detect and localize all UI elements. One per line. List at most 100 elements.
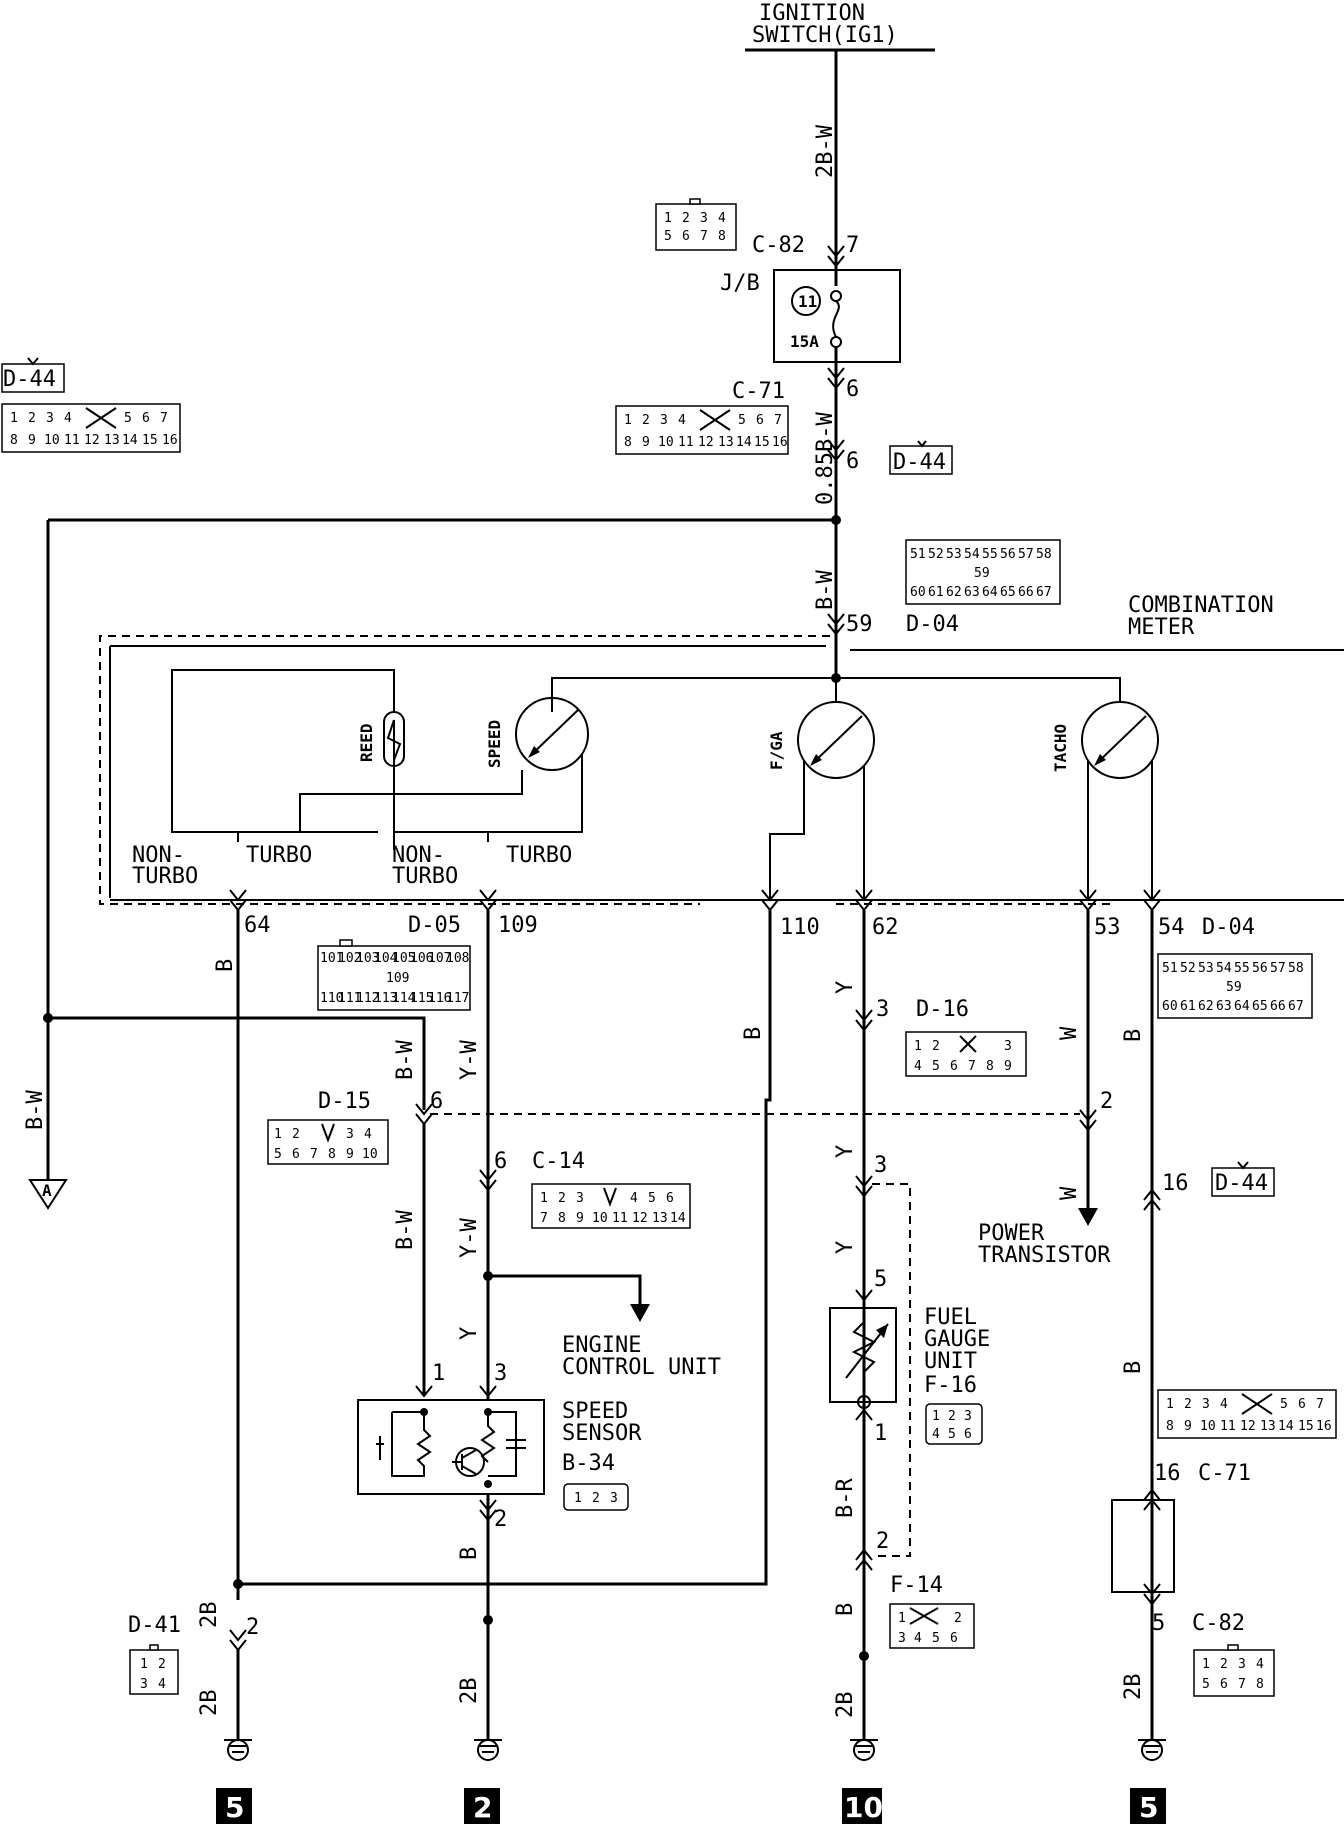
reed-contact bbox=[386, 719, 402, 761]
svg-text:9: 9 bbox=[28, 433, 36, 448]
svg-text:5: 5 bbox=[274, 1147, 282, 1162]
meter-title-1: COMBINATION bbox=[1128, 593, 1274, 618]
speed-sensor-label-1: SPEED bbox=[562, 1399, 628, 1424]
svg-text:7: 7 bbox=[1316, 1397, 1324, 1412]
ground-badge-2 bbox=[464, 1788, 500, 1824]
svg-text:55: 55 bbox=[982, 547, 998, 562]
svg-text:2: 2 bbox=[1184, 1397, 1192, 1412]
d15-cells: 1 2 3 4 5 6 7 8 9 10 bbox=[274, 1127, 378, 1162]
power-transistor-label-2: TRANSISTOR bbox=[978, 1243, 1111, 1268]
tacho-gauge-needle bbox=[1095, 715, 1147, 765]
svg-text:63: 63 bbox=[1216, 999, 1232, 1014]
connector-arrow bbox=[1079, 1109, 1097, 1132]
ground-badge-4 bbox=[1130, 1788, 1166, 1824]
svg-text:59: 59 bbox=[974, 566, 990, 581]
svg-text:3: 3 bbox=[346, 1127, 354, 1142]
svg-text:3: 3 bbox=[1202, 1397, 1210, 1412]
c71-top-pin: 6 bbox=[846, 377, 859, 402]
svg-text:12: 12 bbox=[1240, 1419, 1256, 1434]
ground-number-1: 5 bbox=[225, 1791, 244, 1824]
b34-pin-1: 1 bbox=[432, 1361, 445, 1386]
svg-text:109: 109 bbox=[386, 971, 409, 986]
d16-connector-icon bbox=[905, 1031, 1027, 1077]
svg-text:115: 115 bbox=[410, 991, 433, 1006]
d16-pin: 3 bbox=[876, 997, 889, 1022]
svg-text:12: 12 bbox=[632, 1211, 648, 1226]
svg-text:3: 3 bbox=[576, 1191, 584, 1206]
svg-text:8: 8 bbox=[328, 1147, 336, 1162]
svg-text:1: 1 bbox=[624, 413, 632, 428]
svg-text:1: 1 bbox=[140, 1657, 148, 1672]
connector-arrow bbox=[827, 613, 845, 636]
c71-top-cells: 1 2 3 4 5 6 7 8 9 10 11 12 13 14 15 16 bbox=[624, 413, 788, 450]
svg-text:51: 51 bbox=[910, 547, 926, 562]
d05-pin-109: 109 bbox=[498, 913, 538, 938]
fuel-needle-tip bbox=[810, 754, 822, 766]
d05-connector-icon bbox=[317, 939, 471, 1011]
c71-lower-pin: 16 bbox=[1154, 1461, 1181, 1486]
svg-text:62: 62 bbox=[946, 585, 962, 600]
d04-pin-53: 53 bbox=[1094, 915, 1121, 940]
svg-text:105: 105 bbox=[392, 951, 415, 966]
ss-resistor-left bbox=[391, 1411, 432, 1477]
svg-text:61: 61 bbox=[928, 585, 944, 600]
svg-text:1: 1 bbox=[274, 1127, 282, 1142]
svg-text:4: 4 bbox=[64, 411, 72, 426]
d04-pin-59: 59 bbox=[846, 612, 873, 637]
b34-cells: 1 2 3 bbox=[574, 1491, 618, 1506]
svg-text:56: 56 bbox=[1252, 961, 1268, 976]
fuel-gauge-dashed-box bbox=[872, 1183, 911, 1557]
ss-capacitor-right bbox=[506, 1439, 526, 1449]
svg-text:6: 6 bbox=[1220, 1677, 1228, 1692]
ch3-b-label: B bbox=[457, 1547, 482, 1560]
svg-text:67: 67 bbox=[1036, 585, 1052, 600]
d04-connector-icon bbox=[905, 539, 1061, 605]
c82-connector-icon bbox=[655, 198, 737, 251]
tacho-gauge bbox=[1081, 701, 1159, 779]
svg-text:6: 6 bbox=[292, 1147, 300, 1162]
svg-text:4: 4 bbox=[914, 1631, 922, 1646]
fuse-number: 11 bbox=[798, 292, 817, 311]
svg-text:5: 5 bbox=[124, 411, 132, 426]
ch5-splice bbox=[859, 1651, 869, 1661]
ground-terminal bbox=[227, 1739, 249, 1761]
svg-text:6: 6 bbox=[964, 1427, 972, 1442]
d04-label-top: D-04 bbox=[906, 612, 959, 637]
svg-text:2: 2 bbox=[954, 1611, 962, 1626]
d04-label-lower: D-04 bbox=[1202, 915, 1255, 940]
svg-text:55: 55 bbox=[1234, 961, 1250, 976]
svg-text:57: 57 bbox=[1270, 961, 1286, 976]
meter-outline-dashed bbox=[99, 635, 830, 905]
c14-label: C-14 bbox=[532, 1149, 585, 1174]
connector-arrow bbox=[855, 1289, 873, 1302]
svg-text:64: 64 bbox=[982, 585, 998, 600]
svg-text:1: 1 bbox=[1166, 1397, 1174, 1412]
ch5-b-r-label: B-R bbox=[833, 1478, 858, 1518]
f16-pin-3: 3 bbox=[874, 1153, 887, 1178]
fuel-gauge-label-1: FUEL bbox=[924, 1305, 977, 1330]
f16-pin-1: 1 bbox=[874, 1421, 887, 1446]
svg-text:9: 9 bbox=[1184, 1419, 1192, 1434]
connector-arrow bbox=[479, 1499, 497, 1522]
svg-text:5: 5 bbox=[738, 413, 746, 428]
svg-text:4: 4 bbox=[678, 413, 686, 428]
ch5-y-label-2: Y bbox=[833, 1145, 858, 1158]
svg-text:2: 2 bbox=[932, 1039, 940, 1054]
connector-arrow bbox=[855, 1175, 873, 1198]
f14-cells: 1 2 3 4 5 6 bbox=[898, 1611, 962, 1646]
svg-text:6: 6 bbox=[666, 1191, 674, 1206]
ground-number-4: 5 bbox=[1139, 1791, 1158, 1824]
svg-text:2: 2 bbox=[28, 411, 36, 426]
svg-text:15: 15 bbox=[754, 435, 770, 450]
svg-text:10: 10 bbox=[44, 433, 60, 448]
f14-label: F-14 bbox=[890, 1573, 943, 1598]
svg-text:106: 106 bbox=[410, 951, 433, 966]
wire-b-w-lower-label: B-W bbox=[813, 570, 838, 610]
svg-text:65: 65 bbox=[1000, 585, 1016, 600]
c14-connector-icon bbox=[531, 1183, 691, 1229]
svg-text:2: 2 bbox=[1220, 1657, 1228, 1672]
svg-text:9: 9 bbox=[1004, 1059, 1012, 1074]
c71-connector-icon bbox=[615, 405, 789, 455]
ss-resistor-right bbox=[480, 1411, 517, 1477]
nonturbo-1b: TURBO bbox=[132, 864, 198, 889]
